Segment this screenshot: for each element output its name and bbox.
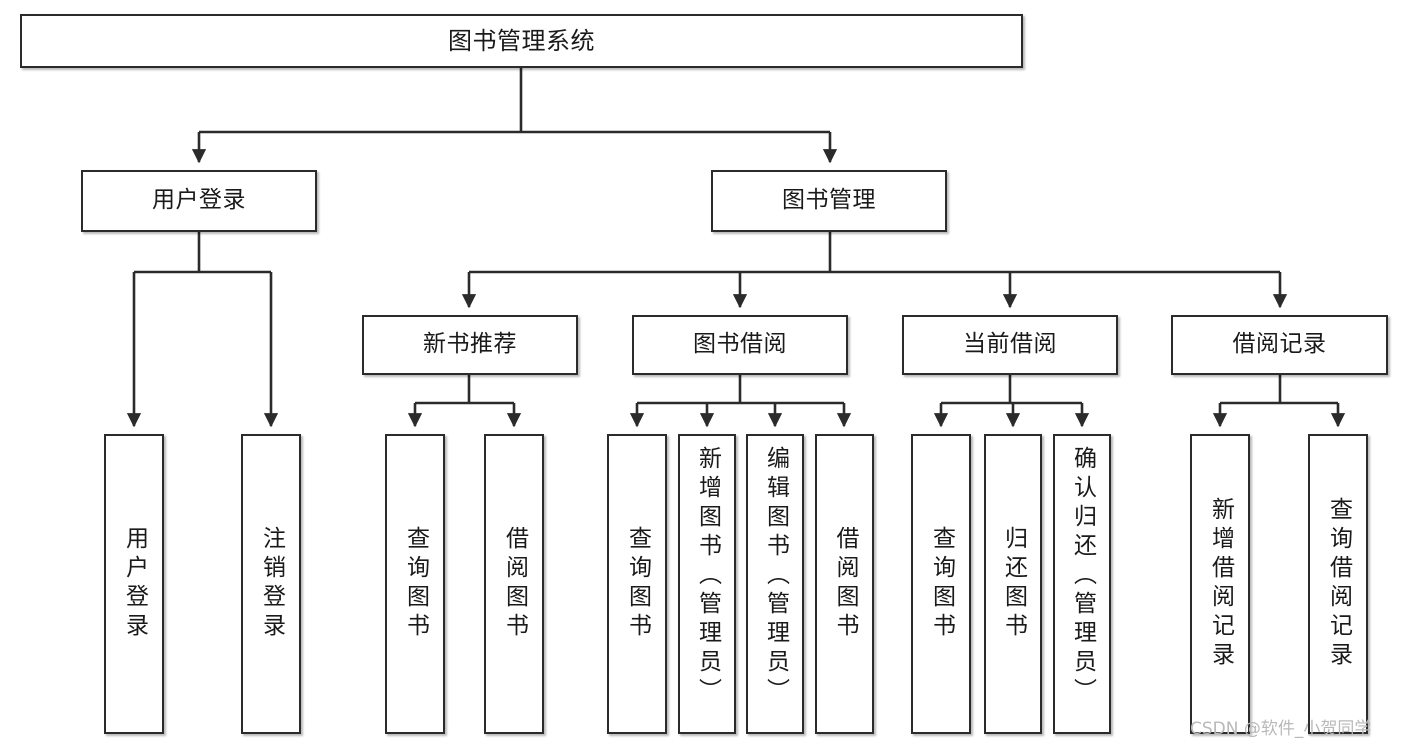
node-leaf-return-book[interactable]: 归还图书 [984,434,1042,734]
node-leaf-logout[interactable]: 注销登录 [241,434,301,734]
node-leaf-borrow-book-1[interactable]: 借阅图书 [484,434,544,734]
node-root[interactable]: 图书管理系统 [20,14,1023,68]
node-leaf-edit-book-admin-label: 编辑图书（管理员） [762,446,789,707]
node-leaf-query-book-3-label: 查询图书 [928,526,955,642]
node-borrow-record-label: 借阅记录 [1232,331,1327,358]
node-leaf-edit-book-admin[interactable]: 编辑图书（管理员） [746,434,804,734]
node-leaf-query-book-3[interactable]: 查询图书 [911,434,971,734]
node-leaf-borrow-book-1-label: 借阅图书 [501,526,528,642]
node-leaf-return-book-label: 归还图书 [1000,526,1027,642]
node-leaf-query-book-2-label: 查询图书 [624,526,651,642]
node-leaf-add-book-admin[interactable]: 新增图书（管理员） [678,434,736,734]
node-root-label: 图书管理系统 [448,26,595,55]
node-user-login-label: 用户登录 [152,187,246,214]
node-leaf-query-borrow-record[interactable]: 查询借阅记录 [1308,434,1368,734]
node-leaf-query-borrow-record-label: 查询借阅记录 [1325,497,1352,671]
node-new-book-recommend[interactable]: 新书推荐 [362,315,578,375]
node-new-book-recommend-label: 新书推荐 [423,331,517,358]
node-borrow-record[interactable]: 借阅记录 [1171,315,1388,375]
node-leaf-add-book-admin-label: 新增图书（管理员） [694,446,721,707]
node-book-manage-label: 图书管理 [782,187,876,214]
node-book-manage[interactable]: 图书管理 [711,170,947,232]
node-leaf-logout-label: 注销登录 [258,526,285,642]
node-leaf-query-book-1-label: 查询图书 [402,526,429,642]
watermark-text: CSDN @软件_小贺同学 [1190,719,1372,739]
node-book-borrow[interactable]: 图书借阅 [632,315,848,375]
node-current-borrow[interactable]: 当前借阅 [902,315,1118,375]
node-leaf-borrow-book-2-label: 借阅图书 [832,526,858,642]
node-leaf-query-book-2[interactable]: 查询图书 [607,434,667,734]
node-leaf-add-borrow-record-label: 新增借阅记录 [1207,497,1234,671]
node-leaf-query-book-1[interactable]: 查询图书 [385,434,445,734]
node-current-borrow-label: 当前借阅 [963,331,1057,358]
node-leaf-add-borrow-record[interactable]: 新增借阅记录 [1190,434,1250,734]
node-book-borrow-label: 图书借阅 [693,331,787,358]
node-leaf-confirm-return-admin[interactable]: 确认归还（管理员） [1053,434,1111,734]
node-user-login[interactable]: 用户登录 [81,170,317,232]
node-leaf-confirm-return-admin-label: 确认归还（管理员） [1069,446,1096,707]
node-leaf-borrow-book-2[interactable]: 借阅图书 [815,434,874,734]
node-leaf-user-login[interactable]: 用户登录 [104,434,164,734]
node-leaf-user-login-label: 用户登录 [121,526,148,642]
